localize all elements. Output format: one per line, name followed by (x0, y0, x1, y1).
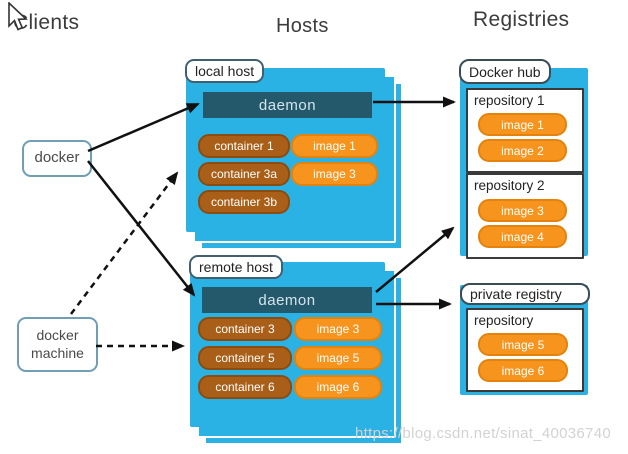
arrow-docker-to-local-daemon (87, 102, 200, 153)
column-header-clients: Clients (13, 11, 80, 34)
container-pill: container 3 (198, 317, 292, 341)
image-pill: image 3 (294, 317, 382, 341)
container-pill: container 3a (198, 162, 290, 186)
image-pill: image 6 (294, 375, 382, 399)
arrow-docker-to-remote-daemon (87, 160, 196, 297)
column-header-hosts: Hosts (276, 15, 329, 37)
container-pill: container 5 (198, 346, 292, 370)
remote-host-label: remote host (189, 255, 283, 279)
image-pill: image 4 (478, 225, 567, 248)
docker-machine-label-line1: docker (36, 327, 79, 343)
image-pill: image 3 (291, 162, 378, 186)
image-pill: image 6 (478, 359, 568, 382)
docker-machine-client-box: docker machine (17, 317, 98, 372)
image-pill: image 2 (478, 139, 567, 162)
container-pill: container 1 (198, 134, 290, 158)
image-pill: image 5 (294, 346, 382, 370)
local-host-daemon-bar: daemon (203, 92, 372, 118)
column-header-registries: Registries (473, 8, 570, 31)
image-pill: image 3 (478, 199, 567, 222)
image-pill: image 1 (291, 134, 378, 158)
watermark-url: https://blog.csdn.net/sinat_40036740 (355, 425, 611, 442)
repository-name: repository (474, 313, 534, 328)
repository-name: repository 1 (474, 93, 545, 108)
remote-host-daemon-bar: daemon (202, 287, 372, 313)
docker-machine-label-line2: machine (31, 344, 84, 361)
mouse-pointer-icon (8, 2, 28, 31)
container-pill: container 3b (198, 190, 290, 214)
image-pill: image 1 (478, 113, 567, 136)
docker-hub-label: Docker hub (459, 59, 551, 84)
container-pill: container 6 (198, 375, 292, 399)
docker-client-label: docker (34, 149, 80, 167)
image-pill: image 5 (478, 333, 568, 356)
arrow-docker-machine-to-local-host (70, 171, 179, 315)
private-registry-label: private registry (460, 283, 590, 305)
local-host-label: local host (185, 59, 265, 83)
docker-client-box: docker (22, 140, 92, 177)
repository-name: repository 2 (474, 178, 545, 193)
